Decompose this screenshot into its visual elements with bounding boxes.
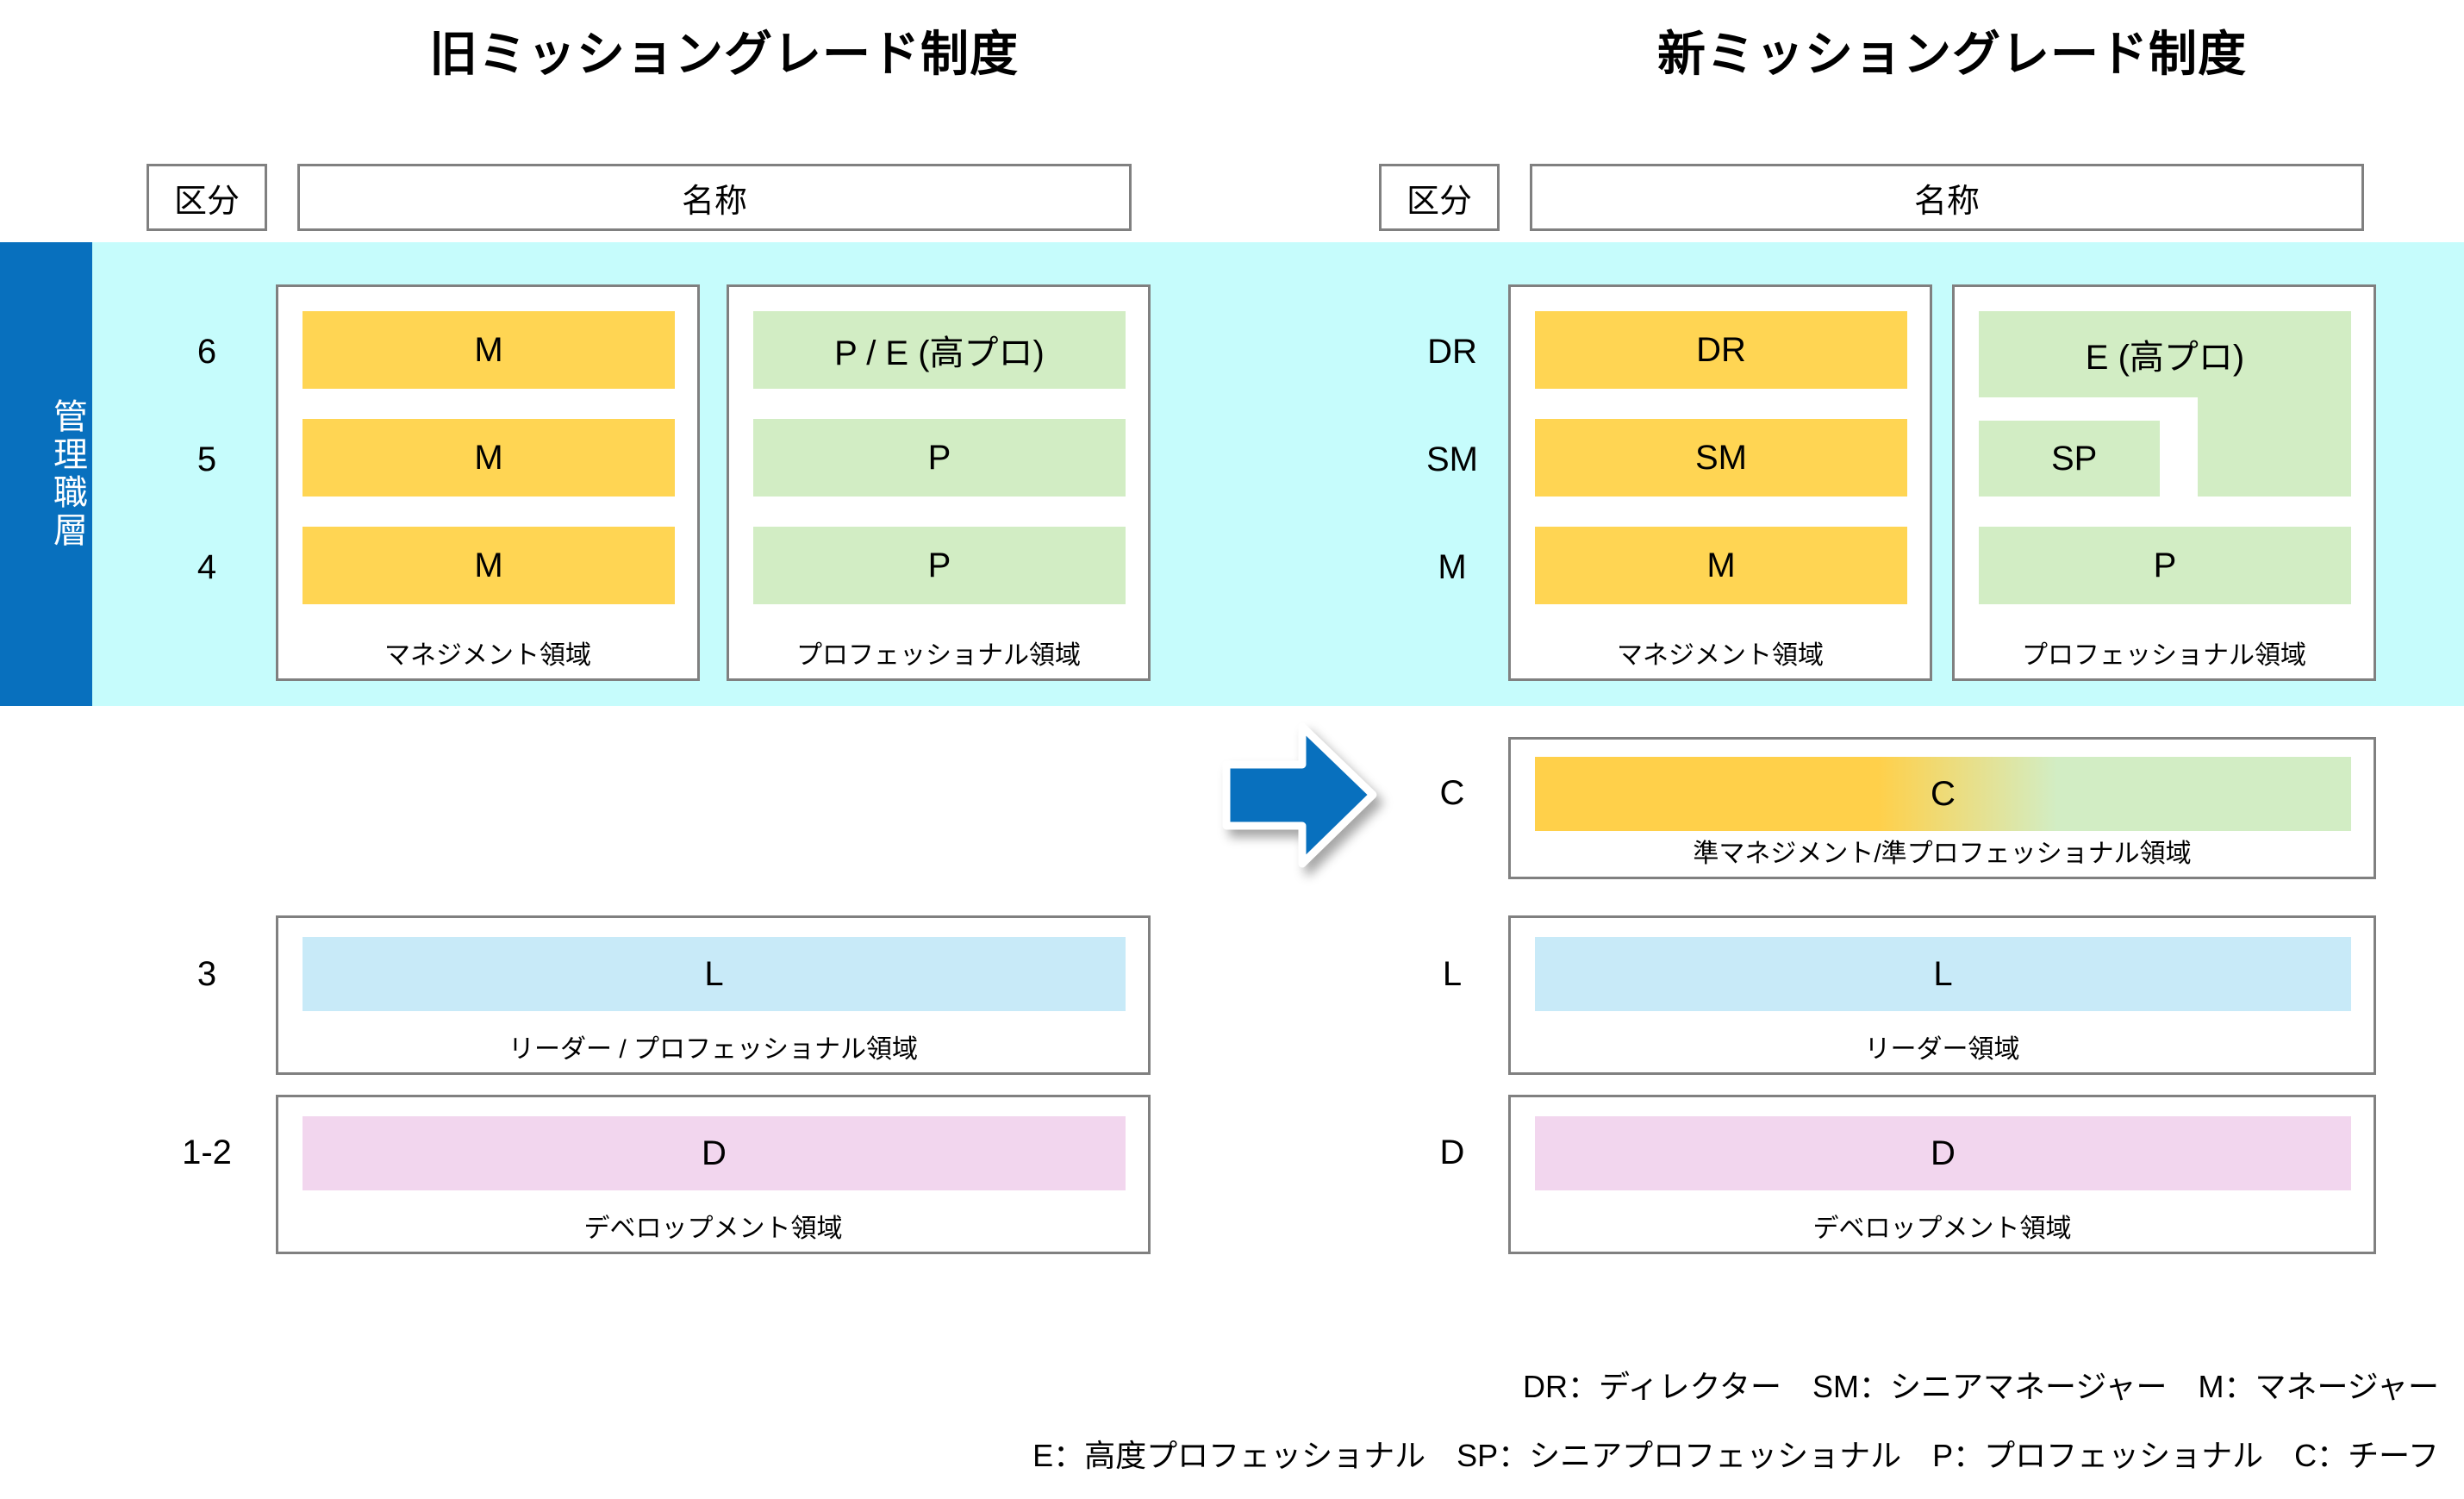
new-professional-area-caption: プロフェッショナル領域: [2022, 641, 2306, 670]
old-grade-label-3: 3: [196, 954, 217, 993]
old-development-area: D デベロップメント領域: [276, 1095, 1151, 1254]
old-management-area: M M M マネジメント領域: [276, 284, 700, 681]
new-name-header: 名称: [1530, 164, 2364, 231]
old-professional-bar-5: P: [753, 419, 1126, 497]
new-management-area-caption: マネジメント領域: [1617, 641, 1824, 670]
new-leader-bar: L: [1535, 937, 2351, 1011]
legend-line-1: DR：ディレクター SM：シニアマネージャー M：マネージャー: [1523, 1369, 2439, 1404]
new-management-area: DR SM M マネジメント領域: [1508, 284, 1932, 681]
old-name-header: 名称: [297, 164, 1132, 231]
new-professional-area: E (高プロ) SP P プロフェッショナル領域: [1952, 284, 2376, 681]
new-chief-area-caption: 準マネジメント/準プロフェッショナル領域: [1693, 840, 2192, 868]
new-professional-bar-sp: SP: [1979, 421, 2160, 497]
new-management-bar-sm: SM: [1535, 419, 1907, 497]
new-grade-label-dr: DR: [1427, 332, 1477, 371]
old-grade-label-5: 5: [196, 440, 217, 478]
old-leader-area-caption: リーダー / プロフェッショナル領域: [508, 1035, 918, 1064]
new-chief-bar: C: [1535, 757, 2351, 831]
old-division-header: 区分: [147, 164, 267, 231]
old-management-area-caption: マネジメント領域: [384, 641, 591, 670]
management-layer-label: 管理職層: [48, 398, 86, 550]
old-professional-area: P / E (高プロ) P P プロフェッショナル領域: [727, 284, 1151, 681]
old-leader-bar: L: [303, 937, 1126, 1011]
new-division-header: 区分: [1379, 164, 1500, 231]
old-professional-bar-6: P / E (高プロ): [753, 311, 1126, 389]
old-development-area-caption: デベロップメント領域: [583, 1215, 843, 1243]
old-grade-label-4: 4: [196, 547, 217, 586]
old-development-bar: D: [303, 1116, 1126, 1190]
new-grade-label-c: C: [1439, 773, 1465, 812]
new-grade-label-d: D: [1439, 1133, 1465, 1171]
new-leader-area-caption: リーダー領域: [1864, 1035, 2020, 1064]
old-management-bar-4: M: [303, 527, 675, 604]
old-management-bar-5: M: [303, 419, 675, 497]
new-management-bar-dr: DR: [1535, 311, 1907, 389]
management-layer-sidebar: 管理職層: [0, 242, 92, 706]
old-grade-label-6: 6: [196, 332, 217, 371]
new-professional-bar-e: E (高プロ): [1979, 311, 2351, 397]
old-management-bar-6: M: [303, 311, 675, 389]
old-system-title: 旧ミッショングレード制度: [429, 27, 1019, 81]
new-development-area: D デベロップメント領域: [1508, 1095, 2376, 1254]
new-leader-area: L リーダー領域: [1508, 915, 2376, 1075]
legend-line-2: E：高度プロフェッショナル SP：シニアプロフェッショナル P：プロフェッショナ…: [1032, 1438, 2439, 1473]
old-leader-area: L リーダー / プロフェッショナル領域: [276, 915, 1151, 1075]
old-grade-label-1-2: 1-2: [182, 1133, 232, 1171]
new-development-bar: D: [1535, 1116, 2351, 1190]
right-arrow-icon: [1222, 722, 1377, 868]
new-development-area-caption: デベロップメント領域: [1812, 1215, 2072, 1243]
new-system-title: 新ミッショングレード制度: [1657, 27, 2247, 81]
new-grade-label-sm: SM: [1426, 440, 1478, 478]
new-grade-label-m: M: [1438, 547, 1467, 586]
new-professional-bar-p: P: [1979, 527, 2351, 604]
new-management-bar-m: M: [1535, 527, 1907, 604]
transition-arrow: [1220, 720, 1379, 871]
new-professional-bar-e-extension: [2198, 397, 2351, 497]
old-professional-bar-4: P: [753, 527, 1126, 604]
new-grade-label-l: L: [1442, 954, 1463, 993]
new-professional-bar-sp-label: SP: [2051, 439, 2098, 478]
new-chief-area: C 準マネジメント/準プロフェッショナル領域: [1508, 737, 2376, 879]
old-professional-area-caption: プロフェッショナル領域: [796, 641, 1081, 670]
